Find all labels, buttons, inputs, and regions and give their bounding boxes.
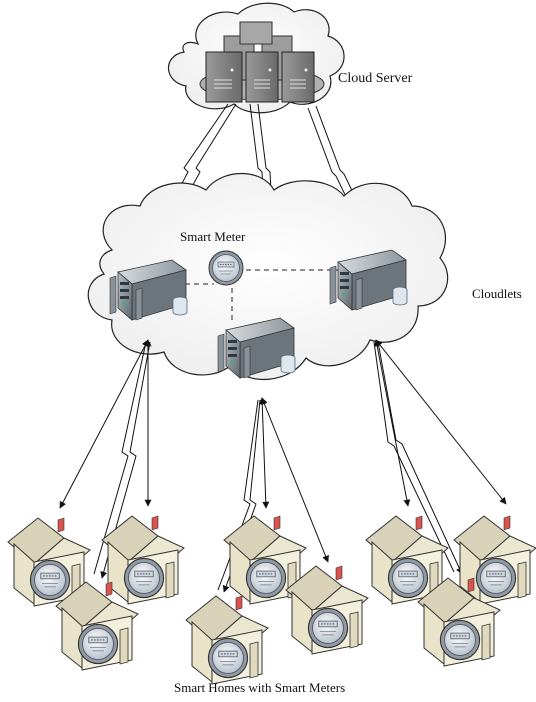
cloud-server-label: Cloud Server: [338, 71, 413, 86]
smart-meter-icon: [208, 250, 244, 286]
smart-meter-label: Smart Meter: [180, 229, 246, 244]
cloudlets-label: Cloudlets: [472, 286, 522, 301]
cloudlet-interconnect: [176, 269, 338, 322]
homes-caption: Smart Homes with Smart Meters: [174, 680, 345, 695]
home-links: [59, 339, 507, 593]
cloud-server-rack-icon: [205, 21, 315, 103]
house-icon: [102, 516, 184, 604]
house-icon: [454, 516, 536, 604]
house-icon: [186, 596, 268, 684]
